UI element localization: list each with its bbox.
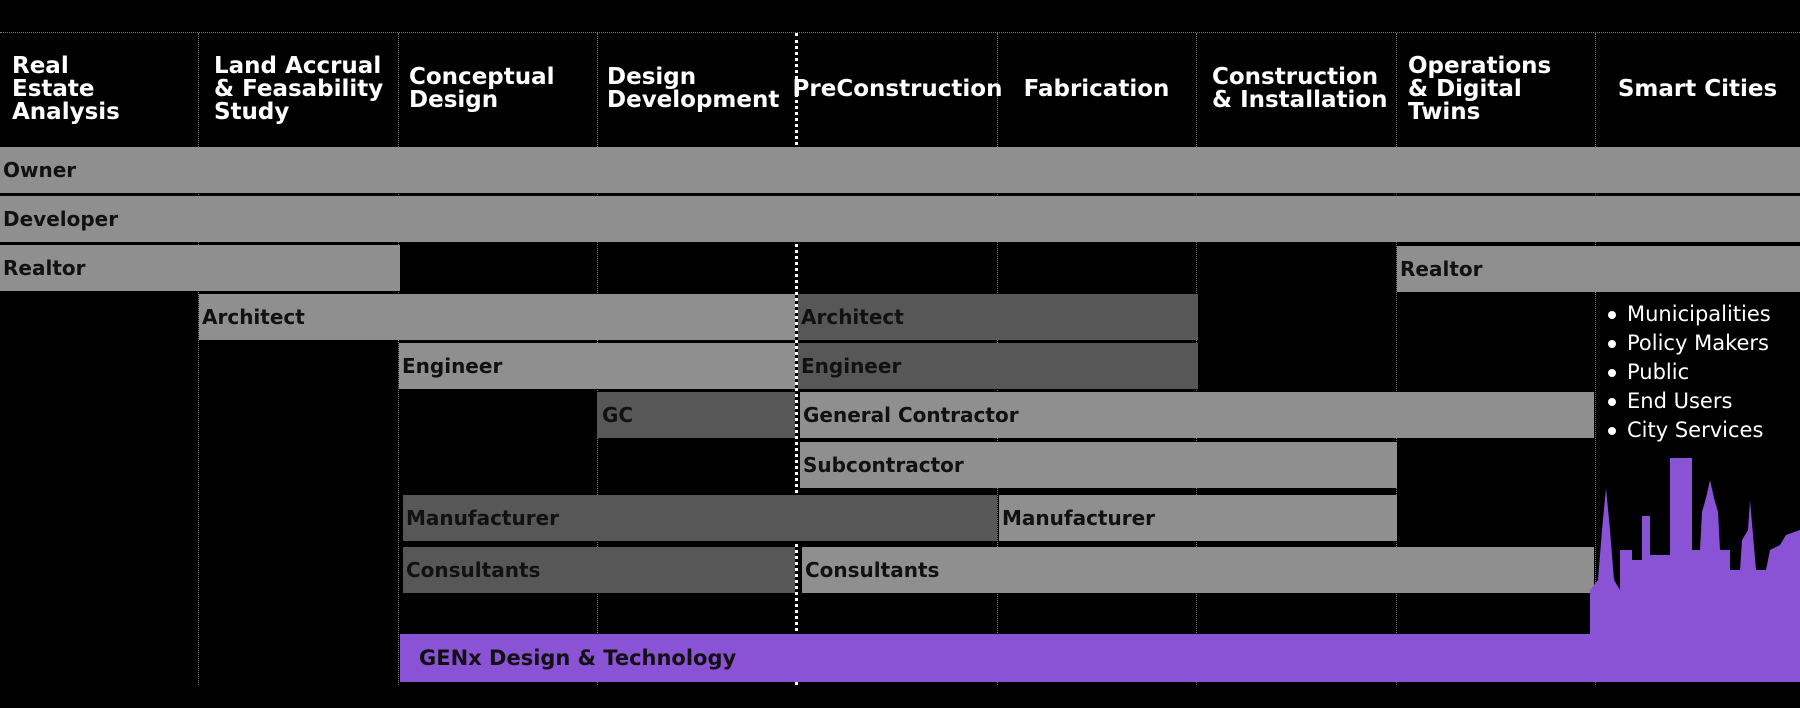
bar-engineer-build: Engineer [798, 343, 1198, 389]
header-smart-cities: Smart Cities [1617, 75, 1778, 102]
bar-owner: Owner [0, 147, 1800, 193]
header-design-development: Design Development [607, 64, 780, 113]
bar-architect-design: Architect [199, 294, 795, 340]
bar-realtor-late: Realtor [1397, 246, 1800, 292]
city-skyline-icon [1590, 458, 1800, 682]
bar-consultants-build: Consultants [802, 547, 1594, 593]
column-divider [398, 33, 399, 685]
bar-genx-design-technology: GENx Design & Technology [400, 634, 1800, 682]
bar-manufacturer-build: Manufacturer [999, 495, 1397, 541]
header-fabrication: Fabrication [1023, 75, 1170, 102]
header-real-estate-analysis: Real Estate Analysis [12, 52, 120, 125]
bar-realtor-early: Realtor [0, 245, 400, 291]
smart-cities-item: Public [1608, 358, 1771, 387]
smart-cities-item: End Users [1608, 387, 1771, 416]
header-land-accrual: Land Accrual & Feasability Study [214, 52, 384, 125]
bar-subcontractor: Subcontractor [800, 442, 1397, 488]
smart-cities-item: Municipalities [1608, 300, 1771, 329]
top-divider [0, 32, 1800, 33]
header-construction-installation: Construction & Installation [1212, 64, 1388, 113]
bar-developer: Developer [0, 196, 1800, 242]
smart-cities-list: Municipalities Policy Makers Public End … [1608, 300, 1771, 445]
smart-cities-item: City Services [1608, 416, 1771, 445]
design-construction-divider [795, 33, 798, 685]
bar-gc: GC [597, 392, 795, 438]
column-divider [1595, 33, 1596, 685]
column-divider [198, 33, 199, 685]
bar-engineer-design: Engineer [399, 343, 795, 389]
header-operations-digital-twins: Operations & Digital Twins [1408, 52, 1552, 125]
smart-cities-item: Policy Makers [1608, 329, 1771, 358]
bar-architect-build: Architect [798, 294, 1198, 340]
header-conceptual-design: Conceptual Design [409, 64, 555, 113]
header-preconstruction: PreConstruction [792, 75, 1003, 102]
bar-manufacturer-design: Manufacturer [403, 495, 997, 541]
bar-general-contractor: General Contractor [800, 392, 1594, 438]
column-divider [1396, 33, 1397, 685]
bar-consultants-design: Consultants [403, 547, 795, 593]
